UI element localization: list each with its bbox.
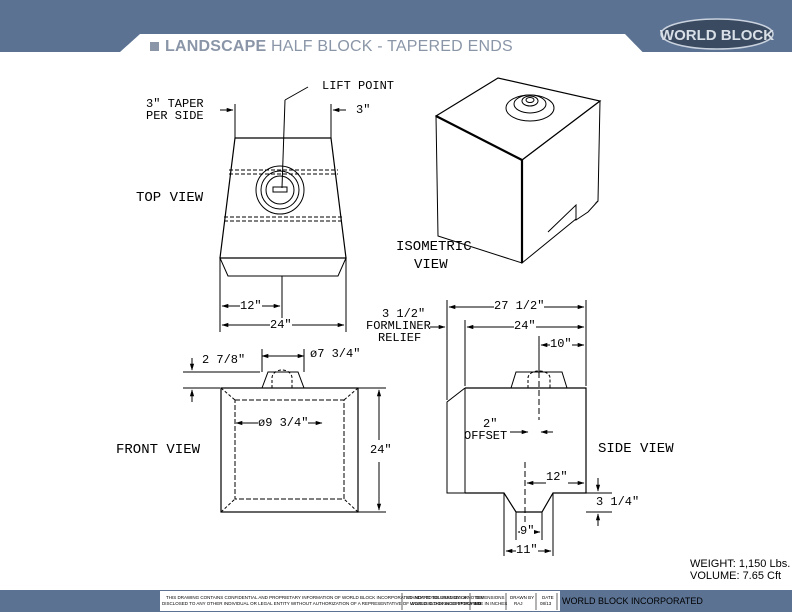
side-dim-11: 11" xyxy=(516,543,538,557)
drawn-by-line-1: DRAWN BY xyxy=(510,595,535,600)
title-block xyxy=(160,591,560,611)
isometric-view-drawing xyxy=(434,77,602,265)
confidential-line-1: THIS DRAWING CONTAINS CONFIDENTIAL AND P… xyxy=(166,595,468,600)
offset-line-2: OFFSET xyxy=(464,429,508,443)
taper-dim-label: 3" xyxy=(356,103,371,117)
tolerances-line-2: UNLESS OTHERWISE SPECIFIED xyxy=(410,601,482,606)
formliner-line-2: FORMLINER xyxy=(366,319,431,333)
front-view-label: FRONT VIEW xyxy=(116,442,201,458)
formliner-line-3: RELIEF xyxy=(378,331,422,345)
taper-note-line-1: 3" TAPER xyxy=(146,97,204,111)
offset-line-1: 2" xyxy=(483,417,498,431)
top-view-drawing xyxy=(219,86,347,332)
side-dim-24: 24" xyxy=(514,319,536,333)
footer-company: WORLD BLOCK INCORPORATED xyxy=(562,596,703,606)
dimensions-line-1: DIMENSIONS xyxy=(476,595,505,600)
confidential-line-2: DISCLOSED TO ANY OTHER INDIVIDUAL OR LEG… xyxy=(162,601,481,606)
page-title: LANDSCAPE HALF BLOCK - TAPERED ENDS xyxy=(150,38,513,56)
top-view-dim-24: 24" xyxy=(270,318,292,332)
weight-text: WEIGHT: 1,150 Lbs. xyxy=(690,558,791,570)
formliner-line-1: 3 1/2" xyxy=(382,307,426,321)
logo-text: WORLD BLOCK xyxy=(660,27,774,44)
isometric-label-1: ISOMETRIC xyxy=(396,239,472,255)
side-dim-3-1-4: 3 1/4" xyxy=(596,495,640,509)
drawn-by-line-2: RAJ xyxy=(514,601,523,606)
title-square-icon xyxy=(150,42,159,51)
specs-block: WEIGHT: 1,150 Lbs. VOLUME: 7.65 Cft xyxy=(690,558,790,582)
dimensions-line-2: ARE IN INCHES xyxy=(474,601,508,606)
date-line-1: DATE xyxy=(542,595,554,600)
front-dim-dia-7-3-4: ø7 3/4" xyxy=(310,347,361,361)
front-dim-2-7-8: 2 7/8" xyxy=(202,353,246,367)
lift-point-label: LIFT POINT xyxy=(322,79,395,93)
front-dim-24: 24" xyxy=(370,443,392,457)
top-view-dim-12: 12" xyxy=(240,299,262,313)
side-dim-12: 12" xyxy=(546,470,568,484)
top-view-label: TOP VIEW xyxy=(136,190,204,206)
volume-text: VOLUME: 7.65 Cft xyxy=(690,570,782,582)
side-dim-9: 9" xyxy=(520,524,535,538)
date-line-2: 08/13 xyxy=(540,601,552,606)
isometric-label-2: VIEW xyxy=(414,257,448,273)
side-dim-27-1-2: 27 1/2" xyxy=(494,299,545,313)
taper-note-line-2: PER SIDE xyxy=(146,109,204,123)
tolerances-line-1: STANDARD TOLERANCES & NOTES xyxy=(406,595,484,600)
world-block-logo: WORLD BLOCK xyxy=(660,18,774,50)
front-dim-dia-9-3-4: ø9 3/4" xyxy=(258,416,309,430)
side-view-label: SIDE VIEW xyxy=(598,441,674,457)
side-dim-10: 10" xyxy=(550,337,572,351)
